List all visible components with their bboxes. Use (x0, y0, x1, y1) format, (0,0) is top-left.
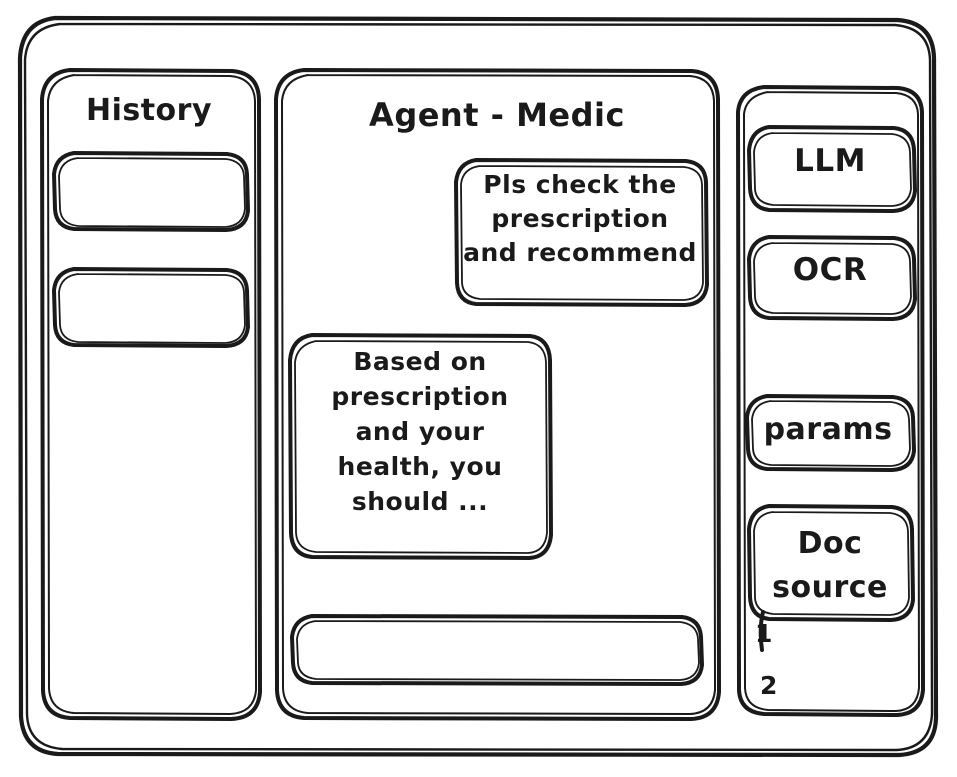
params-button-label: params (763, 412, 893, 447)
ocr-button-label: OCR (792, 252, 868, 288)
agent-panel-title: Agent - Medic (369, 96, 625, 134)
ocr-button[interactable] (749, 237, 915, 319)
history-item-2[interactable] (54, 269, 248, 346)
doc-source-button[interactable] (749, 506, 913, 620)
agent-message-bubble: Based on prescription and your health, y… (331, 347, 509, 516)
llm-button[interactable] (749, 127, 915, 211)
doc-source-item-2[interactable]: 2 (760, 671, 778, 700)
user-message-bubble: Pls check the prescription and recommend (463, 170, 697, 267)
doc-source-item-1[interactable]: 1 (755, 619, 773, 648)
history-item-1[interactable] (54, 153, 248, 230)
params-button[interactable] (747, 396, 914, 470)
doc-source-button-label: Doc source (772, 526, 888, 605)
composer-input[interactable] (292, 616, 702, 684)
history-panel-title: History (85, 93, 213, 128)
llm-button-label: LLM (794, 143, 866, 179)
